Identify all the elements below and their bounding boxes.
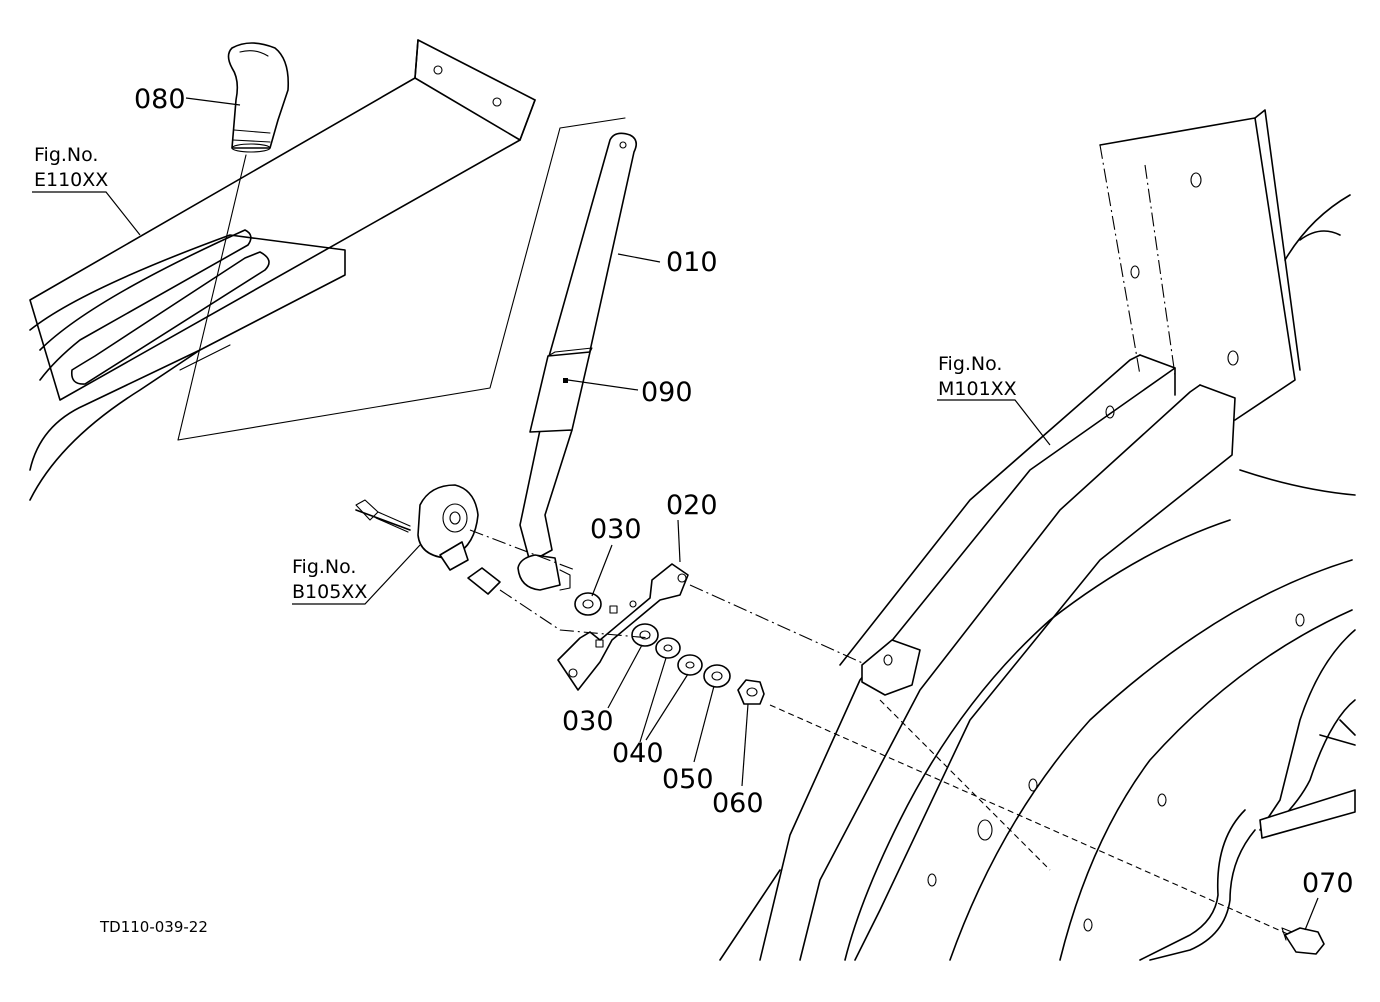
nut-060	[737, 679, 765, 705]
fig-ref-e110: Fig.No. E110XX	[34, 144, 108, 191]
washer-030-upper	[574, 592, 602, 616]
label-050: 050	[662, 764, 714, 795]
label-030-lower: 030	[562, 706, 614, 737]
washer-040-b	[677, 654, 703, 676]
upper-panel-bracket	[29, 39, 536, 501]
fig-ref-m101: Fig.No. M101XX	[938, 353, 1017, 400]
label-020: 020	[666, 490, 718, 521]
fender-frame	[719, 109, 1356, 961]
pivot-assembly	[355, 484, 501, 595]
label-070: 070	[1302, 868, 1354, 899]
washer-040-a	[655, 637, 681, 659]
fig-ref-m101-line2: M101XX	[938, 378, 1017, 400]
label-080: 080	[134, 84, 186, 115]
fig-ref-b105-line1: Fig.No.	[292, 556, 356, 578]
fig-ref-e110-line2: E110XX	[34, 169, 108, 191]
bolt-070	[1281, 927, 1325, 955]
fig-ref-m101-line1: Fig.No.	[938, 353, 1002, 375]
knob-080	[227, 42, 290, 153]
washer-030-lower	[631, 623, 659, 647]
fig-ref-b105: Fig.No. B105XX	[292, 556, 367, 603]
washer-050	[703, 664, 731, 688]
label-090: 090	[641, 377, 693, 408]
bracket-020	[557, 563, 689, 691]
figure-code: TD110-039-22	[99, 918, 208, 936]
sleeve-090	[529, 347, 593, 433]
label-010: 010	[666, 247, 718, 278]
label-060: 060	[712, 788, 764, 819]
label-030-upper: 030	[590, 514, 642, 545]
fig-ref-e110-line1: Fig.No.	[34, 144, 98, 166]
knob-leader-frame	[177, 117, 626, 441]
leader-lines	[32, 97, 1319, 931]
fig-ref-b105-line2: B105XX	[292, 581, 367, 603]
label-040: 040	[612, 738, 664, 769]
